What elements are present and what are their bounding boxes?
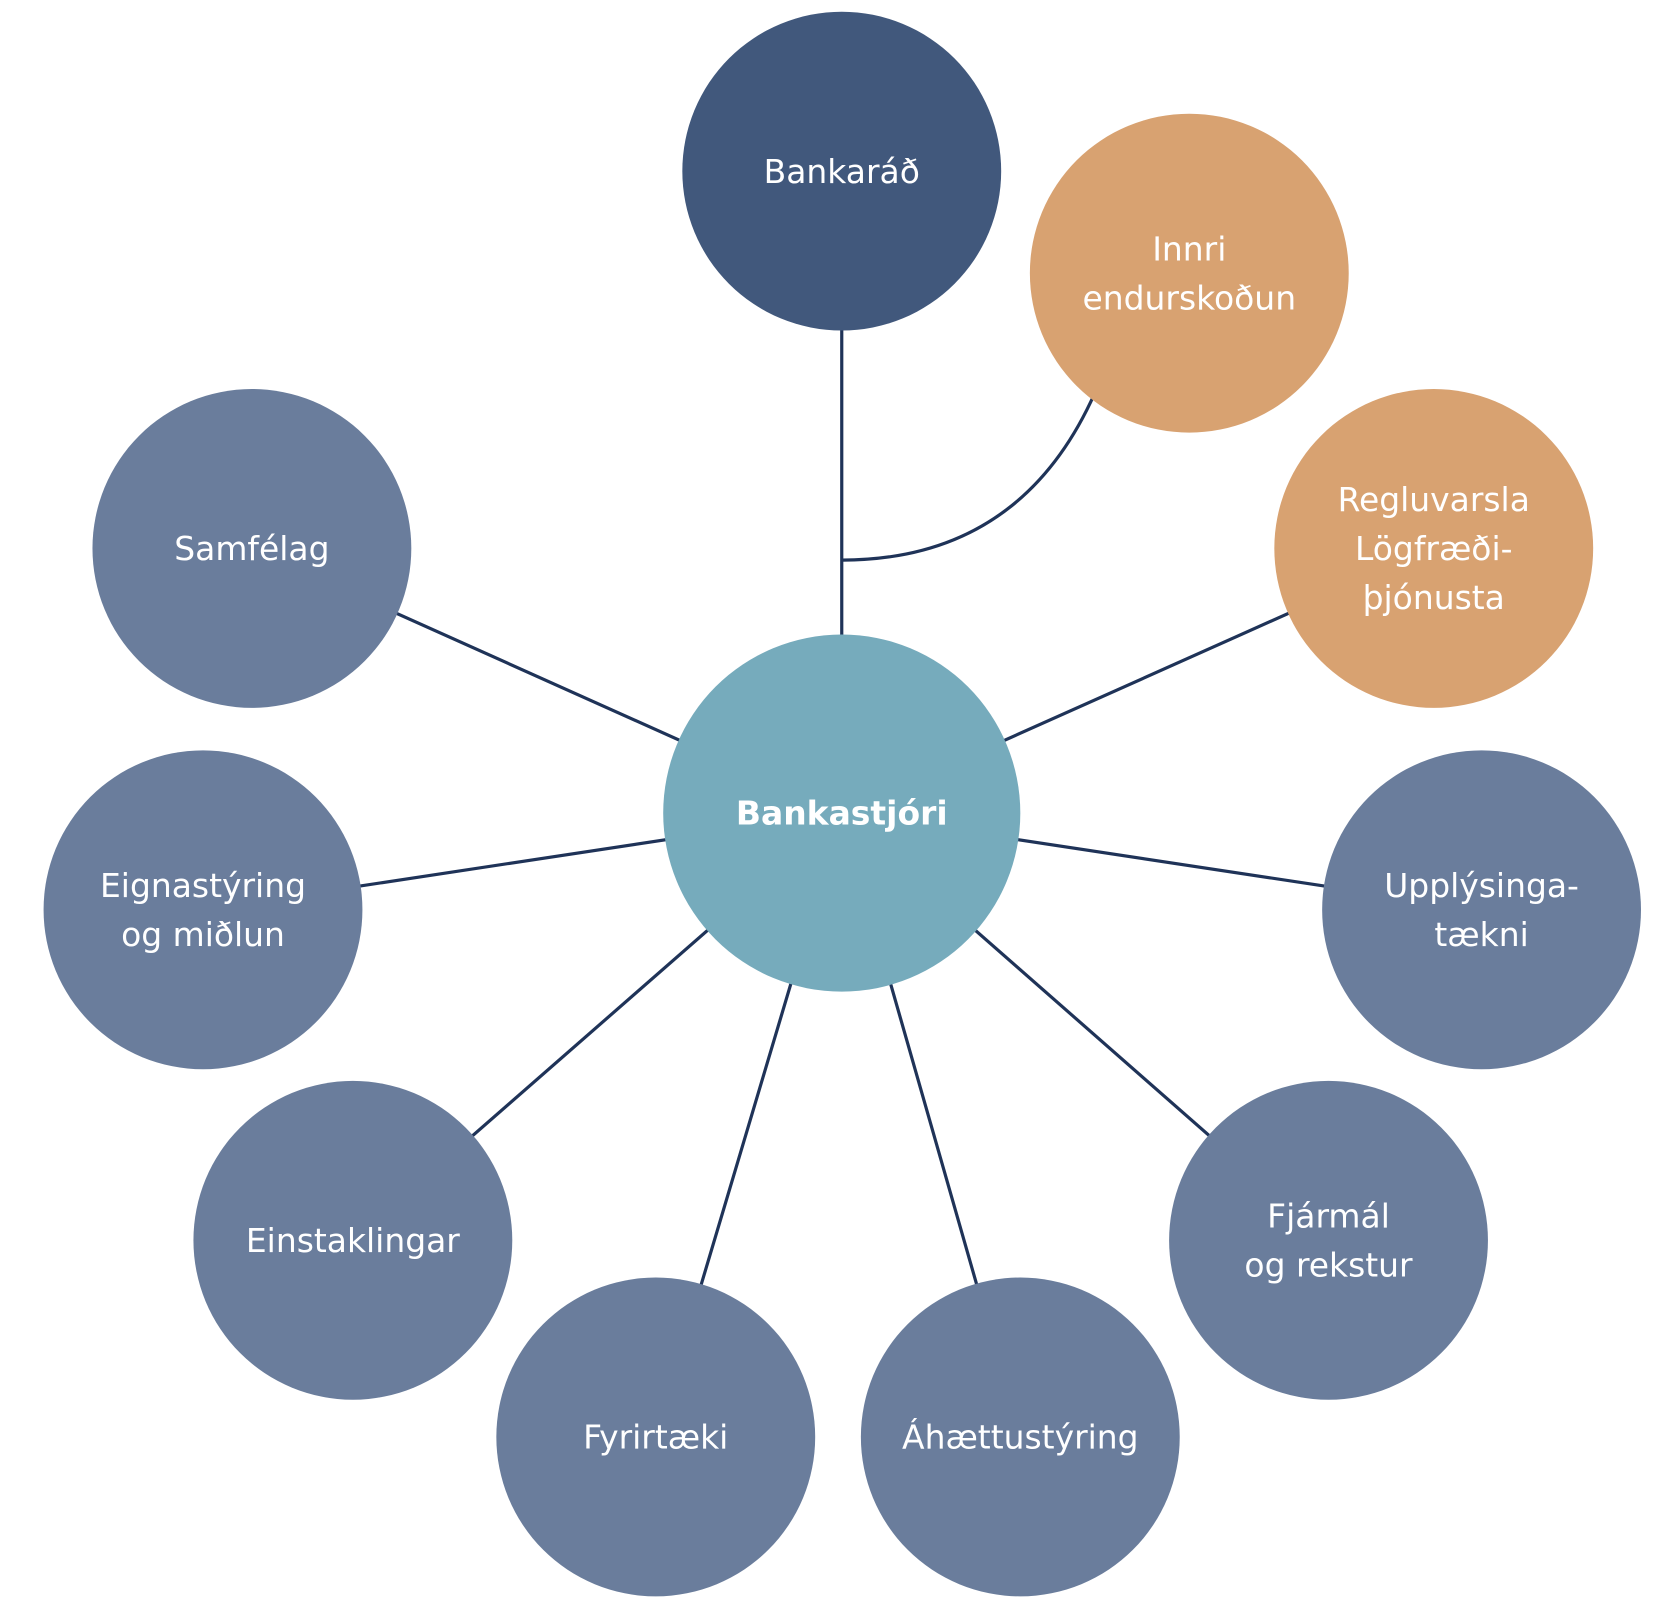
node-fyrirtaeki: Fyrirtæki xyxy=(496,1277,816,1597)
node-bankastjori: Bankastjóri xyxy=(663,634,1021,992)
circle-regluvarsla xyxy=(1274,389,1594,708)
node-label: og rekstur xyxy=(1244,1245,1413,1284)
node-label: tækni xyxy=(1434,915,1528,954)
node-fjarmal: Fjármál og rekstur xyxy=(1169,1080,1488,1400)
node-upplysingataekni: Upplýsinga-tækni xyxy=(1322,750,1641,1070)
node-bankarad: Bankaráð xyxy=(682,11,1002,331)
circle-fjarmal xyxy=(1169,1080,1488,1400)
circle-bankastjori xyxy=(663,634,1021,992)
circle-upplysingataekni xyxy=(1322,750,1641,1070)
node-label: Bankastjóri xyxy=(736,794,948,833)
node-label: Innri xyxy=(1152,229,1226,268)
node-label: Bankaráð xyxy=(764,152,920,191)
node-label: endurskoðun xyxy=(1082,278,1296,317)
node-label: Samfélag xyxy=(174,529,329,568)
node-label: þjónusta xyxy=(1363,578,1505,617)
node-einstaklingar: Einstaklingar xyxy=(193,1080,513,1400)
node-label: Einstaklingar xyxy=(246,1221,460,1260)
connector-innri-endurskodun xyxy=(841,392,1097,562)
node-innri-endurskodun: Innri endurskoðun xyxy=(1029,113,1349,433)
node-label: Lögfræði- xyxy=(1355,529,1512,568)
node-label: Eignastýring xyxy=(100,866,306,905)
node-label: og miðlun xyxy=(121,915,285,954)
node-label: Fjármál xyxy=(1267,1197,1390,1236)
node-label: Áhættustýring xyxy=(902,1417,1138,1457)
circle-eignastyring xyxy=(43,750,363,1070)
circle-ahaettustyring xyxy=(860,1277,1180,1597)
node-label: Upplýsinga- xyxy=(1384,866,1579,905)
node-label: Regluvarsla xyxy=(1338,480,1530,519)
node-label: Fyrirtæki xyxy=(583,1418,728,1457)
circle-samfelag xyxy=(92,389,412,708)
circle-innri-endurskodun xyxy=(1029,113,1349,433)
node-eignastyring: Eignastýring og miðlun xyxy=(43,750,363,1070)
node-ahaettustyring: Áhættustýring xyxy=(860,1277,1180,1597)
circle-fyrirtaeki xyxy=(496,1277,816,1597)
node-samfelag: Samfélag xyxy=(92,389,412,708)
circle-bankarad xyxy=(682,11,1002,331)
circle-einstaklingar xyxy=(193,1080,513,1400)
